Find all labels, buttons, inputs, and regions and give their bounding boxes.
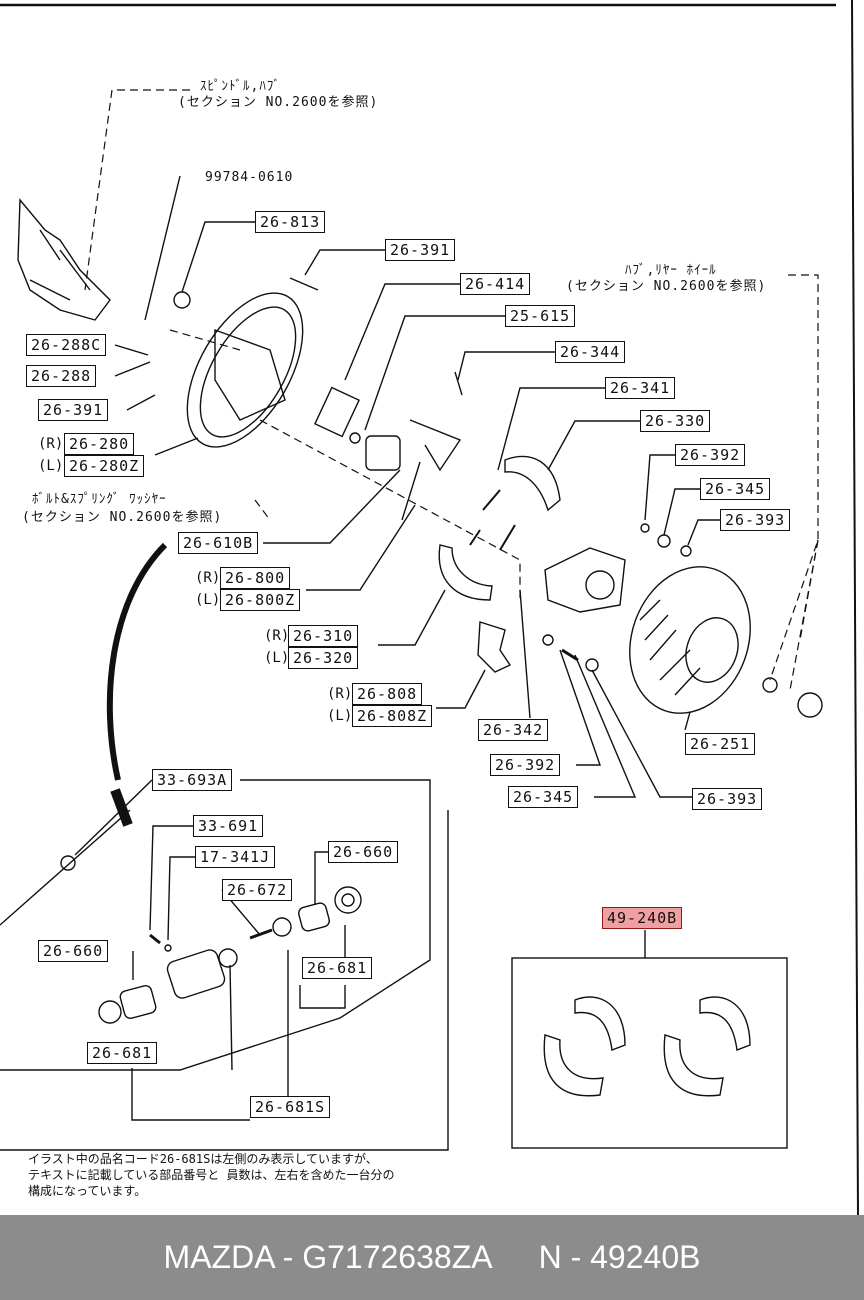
label-26-251: 26-251 [685, 733, 756, 755]
side-r-808: (R) [327, 686, 353, 702]
label-26-393-right: 26-393 [720, 509, 791, 531]
label-26-414: 26-414 [460, 273, 531, 295]
backing-plate [186, 292, 304, 448]
wheel-cylinder [365, 435, 401, 471]
label-26-610b: 26-610B [178, 532, 259, 554]
brake-shoe-lower [438, 544, 493, 601]
part-26-414 [314, 386, 360, 438]
bottom-note-line2: テキストに記載している部品番号と 員数は、左右を含めた一台分の [28, 1168, 395, 1182]
label-26-808z: 26-808Z [352, 705, 433, 727]
label-17-341j: 17-341J [195, 846, 276, 868]
label-26-345-bottom: 26-345 [508, 786, 579, 808]
label-25-615: 25-615 [505, 305, 576, 327]
exploded-parts-diagram: ｽﾋﾟﾝﾄﾞﾙ,ﾊﾌﾞ (セクション NO.2600を参照) ﾊﾌﾞ,ﾘﾔｰ ﾎ… [0, 0, 859, 1215]
label-33-691: 33-691 [193, 815, 264, 837]
label-26-393-bottom: 26-393 [692, 788, 763, 810]
wheel-cylinder-body [166, 949, 226, 999]
brake-shoe-upper [504, 455, 561, 512]
lever [409, 419, 462, 472]
bottom-note-line3: 構成になっています。 [28, 1184, 147, 1198]
label-26-280: 26-280 [64, 433, 135, 455]
part-number-99784: 99784-0610 [205, 170, 294, 185]
label-26-392-bottom: 26-392 [490, 754, 561, 776]
label-26-288c: 26-288C [26, 334, 107, 356]
label-33-693a: 33-693A [152, 769, 233, 791]
label-26-280z: 26-280Z [64, 455, 145, 477]
label-26-681-left: 26-681 [87, 1042, 158, 1064]
part-number-footer: MAZDA - G7172638ZA N - 49240B [0, 1215, 864, 1300]
label-26-681s: 26-681S [250, 1096, 331, 1118]
hub-reference: (セクション NO.2600を参照) [566, 279, 767, 294]
hub-note: ﾊﾌﾞ,ﾘﾔｰ ﾎｲｰﾙ [625, 263, 717, 278]
part-26-813 [173, 291, 191, 309]
diagram-artwork [0, 0, 859, 1215]
label-49-240b-highlighted: 49-240B [602, 907, 683, 929]
brake-drum [629, 566, 751, 714]
label-26-681-right: 26-681 [302, 957, 373, 979]
bolt-reference: (セクション NO.2600を参照) [22, 510, 223, 525]
spindle-note: ｽﾋﾟﾝﾄﾞﾙ,ﾊﾌﾞ [200, 79, 281, 94]
label-26-660-right: 26-660 [328, 841, 399, 863]
side-l-280: (L) [38, 458, 64, 474]
spring-26-344 [454, 371, 463, 396]
part-26-391-pin [289, 277, 319, 291]
label-26-344: 26-344 [555, 341, 626, 363]
side-r-280: (R) [38, 436, 64, 452]
oem-part-number: N - 49240B [538, 1239, 701, 1275]
side-l-320: (L) [264, 650, 290, 666]
side-r-310: (R) [264, 628, 290, 644]
label-26-345-right: 26-345 [700, 478, 771, 500]
label-26-320: 26-320 [288, 647, 359, 669]
side-r-800: (R) [195, 570, 221, 586]
brand-part-number: MAZDA - G7172638ZA [163, 1239, 493, 1275]
bolt-note: ﾎﾞﾙﾄ&ｽﾌﾟﾘﾝｸﾞ ﾜｯｼﾔｰ [32, 492, 167, 507]
label-26-672: 26-672 [222, 879, 293, 901]
label-26-391-left: 26-391 [38, 399, 109, 421]
label-26-342: 26-342 [478, 719, 549, 741]
label-26-330: 26-330 [640, 410, 711, 432]
bottom-note-line1: イラスト中の品名コード26-681Sは左側のみ表示していますが、 [28, 1152, 378, 1166]
kit-box [511, 957, 788, 1149]
label-26-808: 26-808 [352, 683, 423, 705]
side-l-808: (L) [327, 708, 353, 724]
hub [544, 547, 626, 613]
label-26-288: 26-288 [26, 365, 97, 387]
adjuster [477, 621, 512, 673]
side-l-800: (L) [195, 592, 221, 608]
label-26-310: 26-310 [288, 625, 359, 647]
label-26-813: 26-813 [255, 211, 326, 233]
label-26-391-top: 26-391 [385, 239, 456, 261]
spindle-reference: (セクション NO.2600を参照) [178, 95, 379, 110]
label-26-341: 26-341 [605, 377, 676, 399]
label-26-800z: 26-800Z [220, 589, 301, 611]
label-26-800: 26-800 [220, 567, 291, 589]
label-26-392-right: 26-392 [675, 444, 746, 466]
label-26-660-left: 26-660 [38, 940, 109, 962]
